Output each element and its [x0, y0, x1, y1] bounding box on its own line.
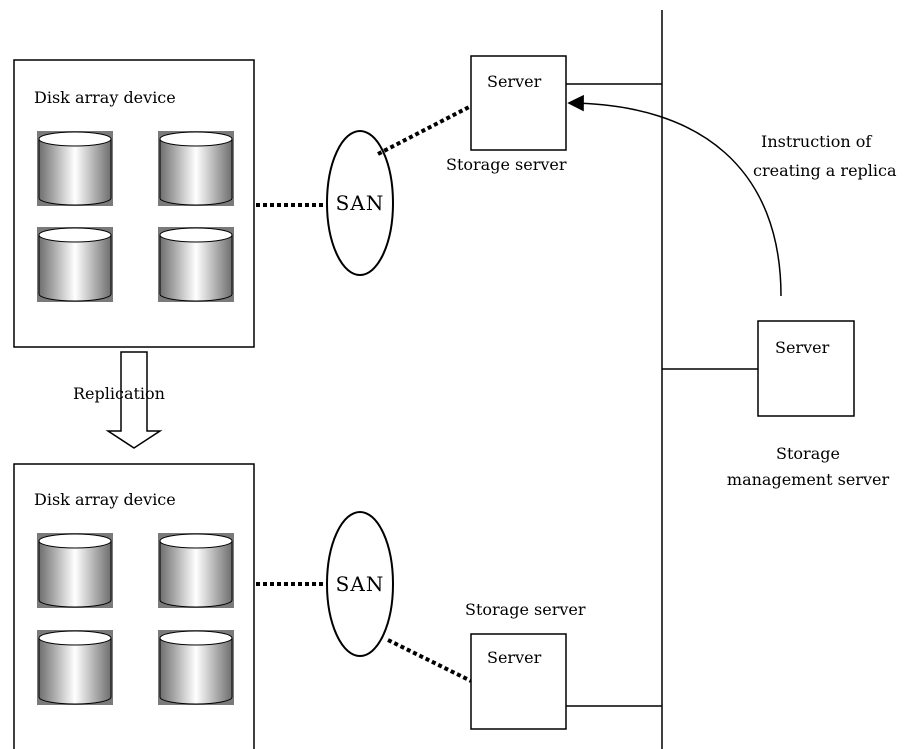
- san-to-server-link-bottom: [387, 638, 472, 683]
- bottom-server-box-label: Server: [487, 648, 542, 667]
- replication-label: Replication: [73, 384, 165, 403]
- san-top-label: SAN: [336, 191, 385, 215]
- bottom-storage-server: Storage server Server: [465, 600, 586, 730]
- disk-icon: [37, 630, 113, 705]
- disk-icon: [158, 533, 234, 608]
- management-server-caption-line2: management server: [727, 470, 890, 489]
- top-storage-server: Server Storage server: [446, 55, 567, 174]
- replication-arrow: [105, 351, 163, 449]
- management-server-box-label: Server: [775, 338, 830, 357]
- disk-icon: [158, 131, 234, 206]
- disk-icon: [37, 131, 113, 206]
- san-to-server-link-top: [377, 104, 472, 156]
- bottom-server-caption: Storage server: [465, 600, 586, 619]
- disk-icon: [158, 227, 234, 302]
- san-bottom-label: SAN: [336, 572, 385, 596]
- top-server-box-label: Server: [487, 72, 542, 91]
- disk-icon: [158, 630, 234, 705]
- san-top: SAN: [326, 130, 394, 276]
- san-bottom: SAN: [326, 511, 394, 657]
- storage-management-server: Server Storage management server: [727, 320, 890, 489]
- management-server-caption-line1: Storage: [776, 444, 840, 463]
- bottom-disk-array: Disk array device: [13, 463, 255, 749]
- instruction-arrow: [567, 94, 782, 297]
- top-server-caption: Storage server: [446, 155, 567, 174]
- instruction-label-line1: Instruction of: [761, 132, 872, 151]
- top-disk-array-label: Disk array device: [34, 88, 176, 107]
- instruction-label-line2: creating a replica: [753, 161, 897, 180]
- disk-icon: [37, 533, 113, 608]
- top-disk-array: Disk array device: [13, 59, 255, 348]
- bottom-disk-array-label: Disk array device: [34, 490, 176, 509]
- disk-icon: [37, 227, 113, 302]
